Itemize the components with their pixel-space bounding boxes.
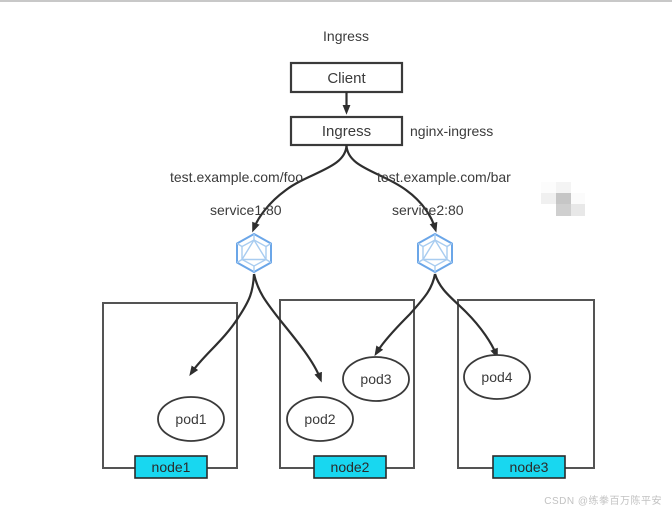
ingress-controller-label: nginx-ingress	[410, 123, 493, 139]
ingress-box-label: Ingress	[322, 123, 371, 140]
edge-ingress-to-service2	[345, 144, 438, 233]
node-box-node1[interactable]	[102, 302, 238, 469]
edge-service1-to-pod2	[252, 273, 322, 383]
service2-label: service2:80	[392, 202, 464, 218]
node-label-node2[interactable]: node2	[313, 455, 387, 479]
kubernetes-service-icon-2[interactable]	[417, 233, 453, 273]
kubernetes-service-icon-1[interactable]	[236, 233, 272, 273]
edge-ingress-to-service1	[252, 144, 348, 233]
pod-node-pod1[interactable]: pod1	[157, 396, 225, 442]
client-box-label: Client	[327, 70, 366, 87]
pod-label-pod3: pod3	[360, 371, 391, 387]
pod-label-pod2: pod2	[304, 411, 335, 427]
redacted-pixel-block	[541, 182, 585, 216]
top-divider	[0, 0, 672, 2]
pod-node-pod4[interactable]: pod4	[463, 354, 531, 400]
edge-service2-to-pod4	[433, 273, 498, 359]
node-label-node3[interactable]: node3	[492, 455, 566, 479]
csdn-watermark: CSDN @练拳百万陈平安	[544, 496, 662, 507]
node-label-text-node1: node1	[152, 459, 191, 475]
pod-node-pod3[interactable]: pod3	[342, 356, 410, 402]
route-label-foo: test.example.com/foo	[170, 169, 303, 185]
edge-service1-to-pod1	[189, 273, 256, 376]
diagram-title: Ingress	[323, 28, 369, 44]
node-label-text-node3: node3	[510, 459, 549, 475]
route-label-bar: test.example.com/bar	[377, 169, 511, 185]
edge-service2-to-pod3	[374, 273, 437, 357]
node-label-node1[interactable]: node1	[134, 455, 208, 479]
node-label-text-node2: node2	[331, 459, 370, 475]
pod-label-pod1: pod1	[175, 411, 206, 427]
pod-node-pod2[interactable]: pod2	[286, 396, 354, 442]
service1-label: service1:80	[210, 202, 282, 218]
pod-label-pod4: pod4	[481, 369, 512, 385]
